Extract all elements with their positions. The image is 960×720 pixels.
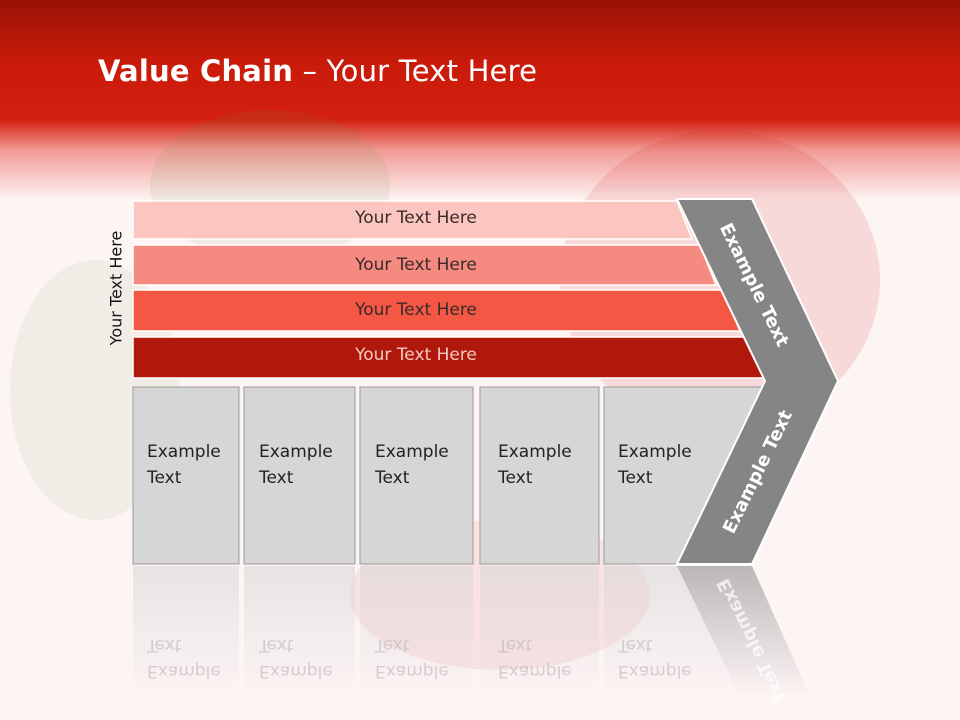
slide-title-rest: – Your Text Here	[293, 54, 538, 88]
chevron-shape	[675, 198, 840, 565]
slide-title-bold: Value Chain	[98, 54, 294, 88]
slide-title: Value Chain – Your Text Here	[98, 54, 537, 88]
band-label-2: Your Text Here	[355, 255, 477, 275]
cell-shape-2	[243, 386, 356, 565]
cell-reflection	[480, 566, 599, 696]
cell-reflection	[604, 566, 740, 696]
band-label-4: Your Text Here	[355, 345, 477, 365]
band-shape-1	[132, 200, 694, 240]
band-label-1: Your Text Here	[355, 208, 477, 228]
band-shape-2	[132, 244, 718, 286]
cell-shape-3	[359, 386, 474, 565]
band-label-3: Your Text Here	[355, 300, 477, 320]
side-label: Your Text Here	[106, 230, 126, 346]
chevron-reflection	[677, 566, 810, 696]
cell-reflection	[360, 566, 473, 696]
cell-reflection	[244, 566, 355, 696]
cell-shape-4	[479, 386, 600, 565]
cell-shape-1	[132, 386, 240, 565]
header-band	[0, 0, 960, 200]
cell-reflection	[133, 566, 239, 696]
